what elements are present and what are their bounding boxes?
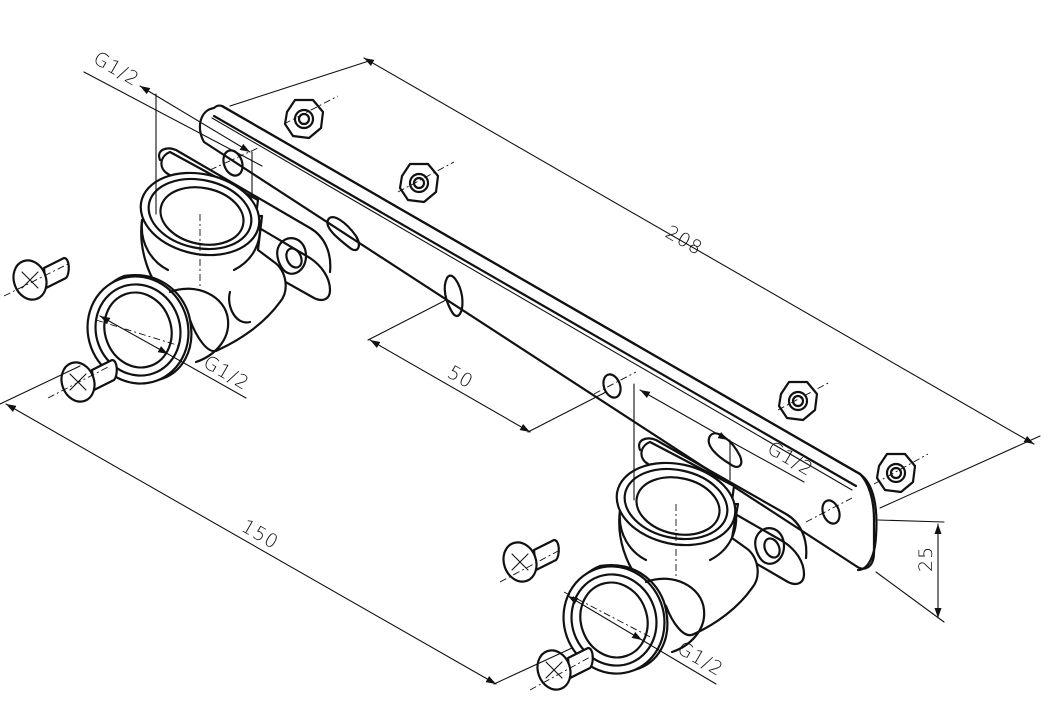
screw-icon [12,256,70,301]
dim-length-total: 208 [229,57,1041,509]
nuts [283,98,917,494]
screws [12,256,594,691]
dim-label-150: 150 [238,515,283,554]
nut-icon [875,452,917,494]
thread-label-g12-top-left: G1/2 [90,47,144,91]
mounting-bar [198,104,878,572]
dim-fitting-spacing: 150 [0,365,573,685]
nut-icon [777,380,819,422]
right-elbow-fitting [562,437,808,675]
dim-label-50: 50 [444,361,478,393]
screw-icon [60,358,118,403]
dim-label-208: 208 [662,221,707,260]
screw-icon [536,646,594,691]
nut-icon [398,162,440,204]
screw-icon [502,538,560,583]
thread-label-g12-left-inlet: G1/2 [200,351,254,395]
nut-icon [283,98,325,140]
dim-label-25: 25 [915,546,937,572]
dim-height: 25 [875,519,945,623]
